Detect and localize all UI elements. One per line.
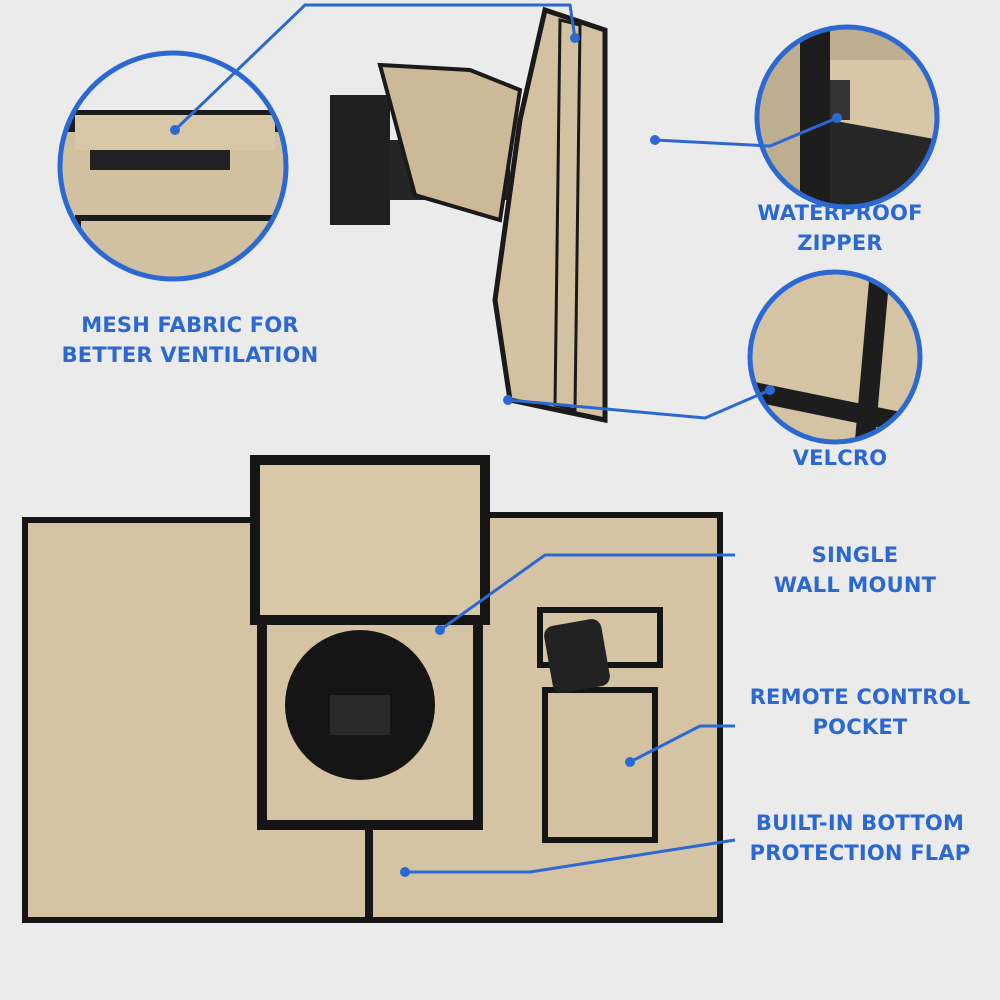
mesh-fabric-label: MESH FABRIC FOR BETTER VENTILATION: [40, 310, 340, 370]
velcro-label: VELCRO: [740, 443, 940, 473]
callout-lines: [173, 3, 838, 874]
velcro-detail-circle: [747, 269, 923, 445]
mesh-detail-circle: [57, 50, 289, 282]
velcro-label-line1: VELCRO: [792, 446, 888, 470]
wall-mount-label-line1: SINGLE: [811, 543, 899, 567]
wall-mount-label-line2: WALL MOUNT: [773, 573, 937, 597]
remote-pocket-label: REMOTE CONTROL POCKET: [735, 682, 985, 742]
callout-dots: [170, 33, 842, 877]
mesh-label-line1: MESH FABRIC FOR: [81, 313, 299, 337]
zipper-detail-circle: [754, 24, 940, 210]
side-view-cover: [330, 6, 608, 424]
wall-mount-label: SINGLE WALL MOUNT: [740, 540, 970, 600]
remote-label-line1: REMOTE CONTROL: [749, 685, 971, 709]
bottom-flap-label: BUILT-IN BOTTOM PROTECTION FLAP: [735, 808, 985, 868]
front-view-cover: [22, 455, 723, 923]
flap-label-line1: BUILT-IN BOTTOM: [755, 811, 965, 835]
waterproof-zipper-label: WATERPROOF ZIPPER: [740, 198, 940, 258]
flap-label-line2: PROTECTION FLAP: [749, 841, 971, 865]
remote-label-line2: POCKET: [812, 715, 908, 739]
zipper-label-line2: ZIPPER: [797, 231, 883, 255]
mesh-label-line2: BETTER VENTILATION: [61, 343, 319, 367]
zipper-label-line1: WATERPROOF: [757, 201, 923, 225]
